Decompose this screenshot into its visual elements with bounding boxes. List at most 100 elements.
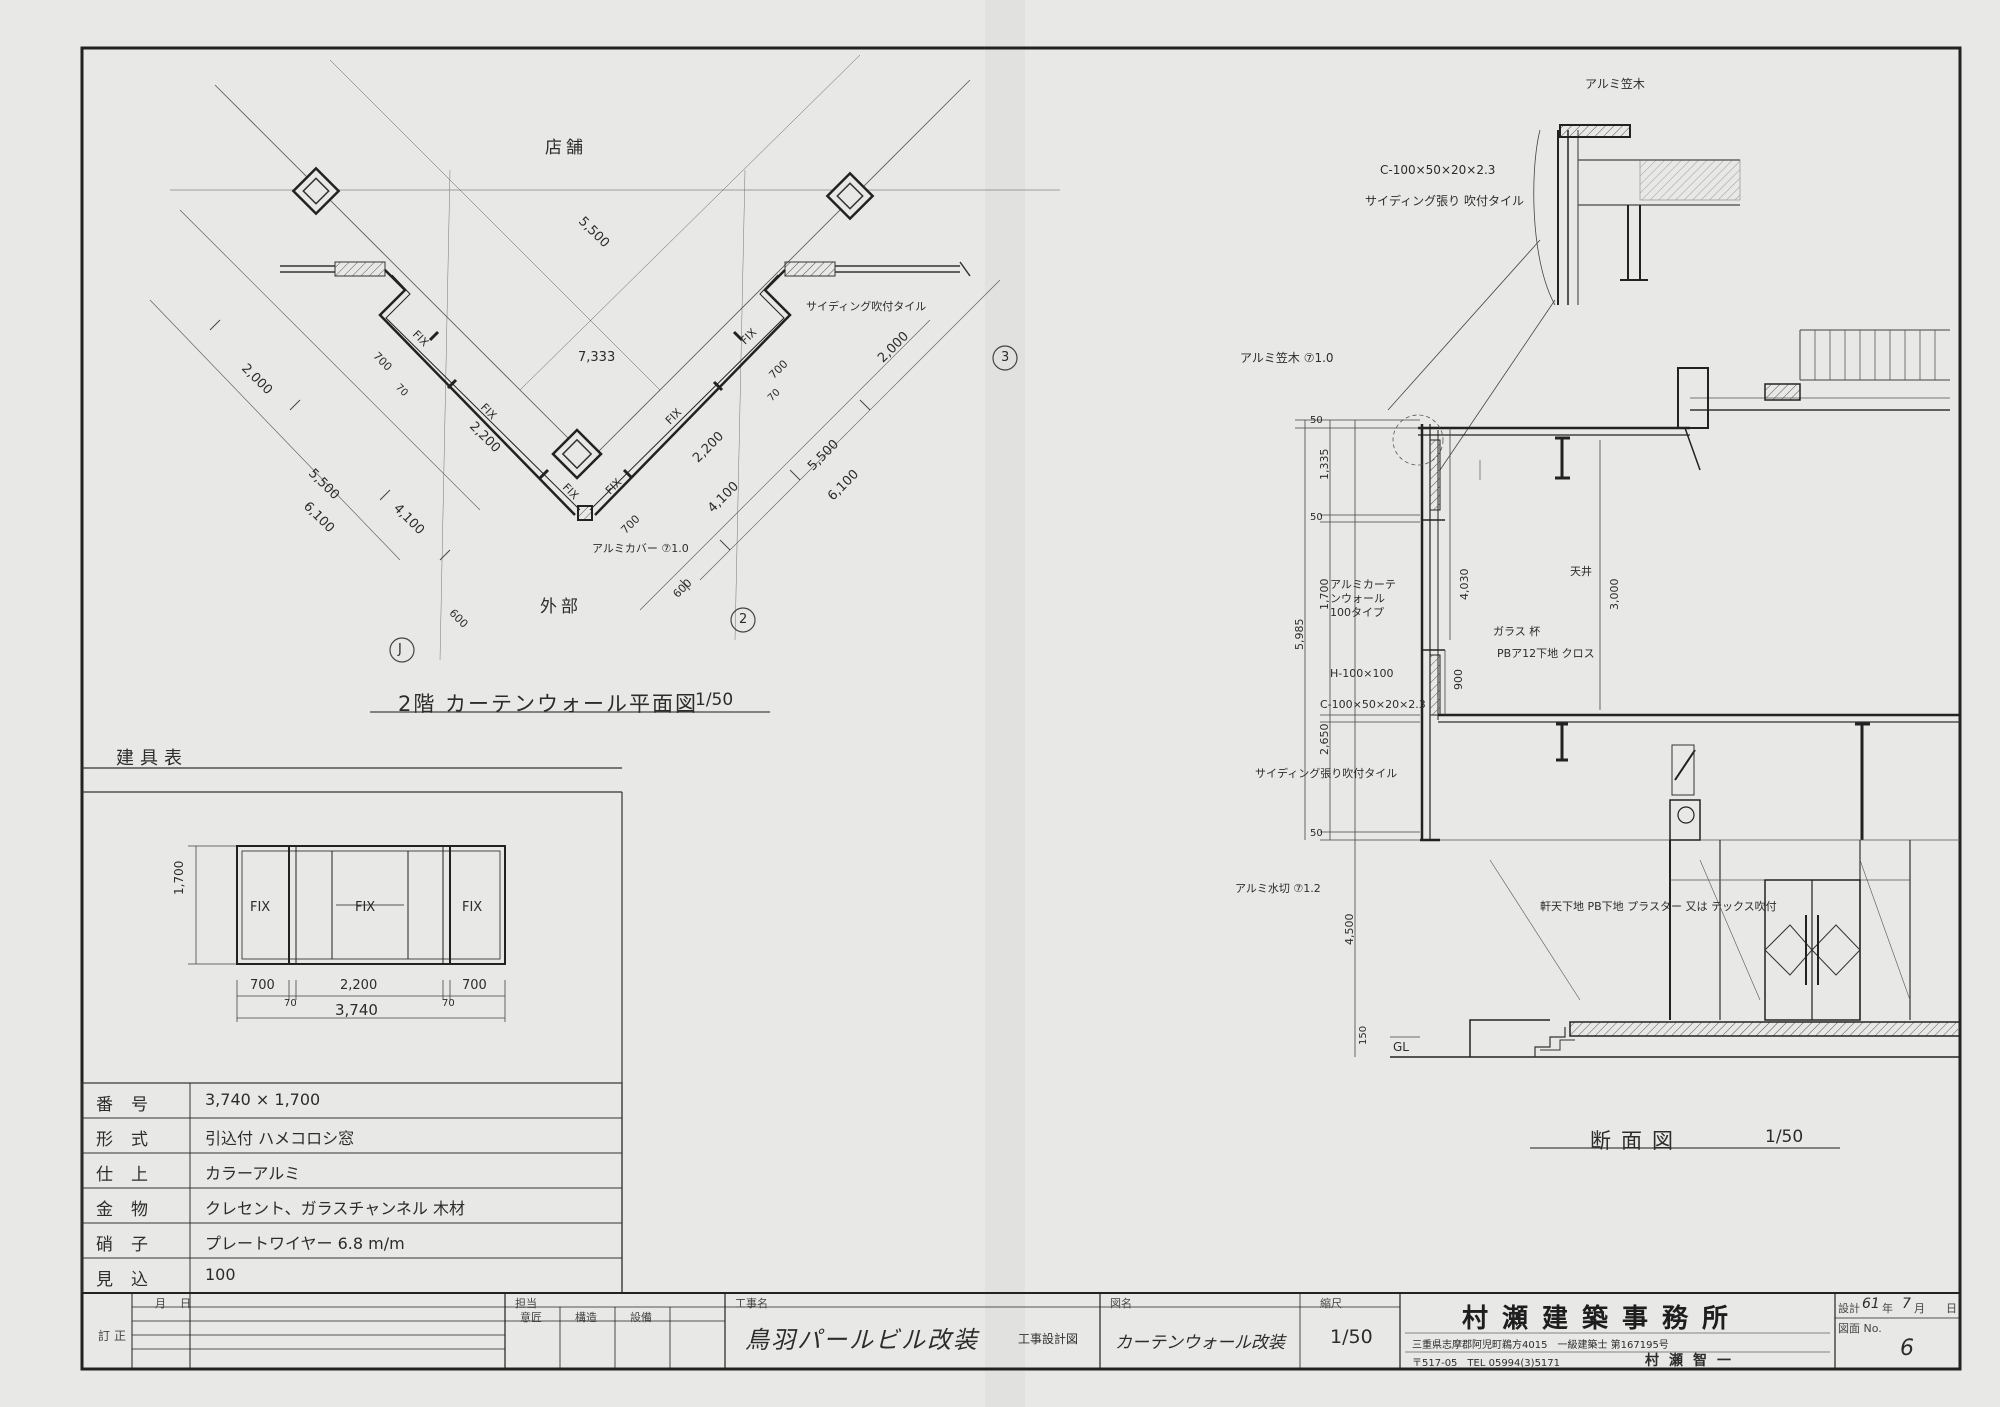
tb-drawing-type: 工事設計図 — [1018, 1332, 1079, 1346]
tb-equipment-label: 設備 — [630, 1311, 652, 1324]
grid-line — [439, 169, 451, 661]
grid-line — [149, 299, 401, 561]
tb-scale-label: 縮尺 — [1320, 1297, 1342, 1310]
ground-line — [1390, 1019, 1961, 1058]
grid-line — [639, 319, 931, 611]
tb-scale: 1/50 — [1330, 1326, 1373, 1348]
note-alum-kasagi: アルミ笠木 — [1585, 77, 1645, 91]
grid-line — [734, 169, 746, 641]
tb-design-month: 7 — [1902, 1296, 1911, 1312]
sec-dim-4030: 4,030 — [1458, 568, 1471, 601]
sec-dim-1335: 1,335 — [1318, 448, 1331, 481]
tb-design-label: 意匠 — [520, 1311, 542, 1324]
tb-drawing-name-label: 図名 — [1110, 1297, 1132, 1310]
elev-fix-left: FIX — [250, 900, 271, 915]
schedule-area — [81, 767, 623, 1294]
schedule-key-1: 形式 — [96, 1130, 166, 1150]
note-pb: PBア12下地 クロス — [1497, 647, 1595, 660]
tb-office: 村瀬建築事務所 — [1462, 1304, 1743, 1334]
elev-w70-right: 70 — [442, 998, 455, 1009]
note-kaiten: 軒天下地 PB下地 プラスター 又は テックス吹付 — [1540, 900, 1777, 913]
corner-mullion — [577, 505, 593, 521]
schedule-key-5: 見込 — [96, 1270, 166, 1290]
sec-dim-50-c: 50 — [1310, 828, 1323, 839]
schedule-val-5: 100 — [205, 1265, 236, 1284]
schedule-key-2: 仕上 — [96, 1165, 166, 1185]
elevation-dims — [188, 845, 506, 1022]
grid-line — [214, 84, 591, 461]
tb-day: 日 — [180, 1297, 191, 1310]
ground-floor-storefront — [1489, 744, 1911, 1021]
note-siding2: サイディング張り吹付タイル — [1255, 767, 1398, 780]
tb-architect: 村瀬智一 — [1645, 1353, 1741, 1369]
section-scale: 1/50 — [1765, 1127, 1804, 1147]
existing-wall-right — [784, 261, 971, 277]
center-fold — [985, 0, 1025, 1407]
schedule-key-4: 硝子 — [96, 1235, 166, 1255]
tb-project-label: 工事名 — [735, 1297, 768, 1310]
column-left — [291, 166, 341, 216]
elev-w70-left: 70 — [284, 998, 297, 1009]
note-glass: ガラス 杯 — [1493, 625, 1541, 638]
elev-height: 1,700 — [172, 860, 186, 895]
tb-month: 月 — [155, 1297, 166, 1310]
schedule-val-0: 3,740 × 1,700 — [205, 1090, 321, 1109]
schedule-title: 建具表 — [116, 748, 188, 769]
tb-design-date-label: 設計 — [1838, 1302, 1860, 1315]
schedule-val-4: プレートワイヤー 6.8 m/m — [205, 1234, 405, 1253]
existing-wall-left — [280, 261, 386, 277]
note-channel2: C-100×50×20×2.3 — [1320, 698, 1426, 711]
plan-drawing — [149, 54, 1060, 713]
window-elevation — [236, 845, 506, 965]
column-right — [825, 171, 875, 221]
grid-line — [699, 279, 1001, 581]
dimension-ticks — [209, 319, 871, 591]
schedule-table — [81, 1082, 623, 1294]
plan-label-shop: 店舗 — [545, 138, 587, 158]
curtain-wall-left — [378, 269, 581, 516]
note-alum-curtain: アルミカーテンウォール 100タイプ — [1330, 578, 1396, 619]
note-alum-mizukiri: アルミ水切 ⑦1.2 — [1235, 882, 1321, 895]
section-detail-callout — [1387, 124, 1741, 471]
tb-day-unit: 日 — [1946, 1302, 1957, 1315]
grid-label-2: 2 — [739, 612, 748, 627]
tb-charge-label: 担当 — [515, 1297, 537, 1310]
sec-dim-2650: 2,650 — [1318, 723, 1331, 756]
tb-address: 三重県志摩郡阿児町鵜方4015 一級建築士 第167195号 — [1412, 1340, 1669, 1351]
elev-fix-right: FIX — [462, 900, 483, 915]
tb-phone: 〒517-05 TEL 05994(3)5171 — [1412, 1358, 1561, 1369]
tb-drawing-name: カーテンウォール改装 — [1115, 1333, 1285, 1353]
sec-dim-5985: 5,985 — [1293, 618, 1306, 651]
schedule-key-3: 金物 — [96, 1200, 166, 1220]
grid-line — [179, 209, 481, 511]
tb-revision-label: 訂正 — [98, 1329, 131, 1343]
elev-w2200: 2,200 — [340, 978, 378, 993]
sec-dim-50-b: 50 — [1310, 512, 1323, 523]
sec-dim-50-a: 50 — [1310, 415, 1323, 426]
note-tenjo: 天井 — [1570, 565, 1592, 578]
grid-label-3: 3 — [1001, 350, 1010, 365]
section-dimension-lines — [1295, 419, 1601, 1057]
elev-fix-center: FIX — [355, 900, 376, 915]
sec-dim-900: 900 — [1452, 669, 1465, 690]
elev-w700-right: 700 — [462, 978, 487, 993]
curtain-wall-right — [589, 269, 792, 516]
grid-line — [519, 54, 861, 391]
plan-title: 2階 カーテンウォール平面図 — [398, 692, 699, 716]
sec-dim-150: 150 — [1358, 1025, 1369, 1045]
grid-label-j: J — [398, 642, 402, 657]
note-alum-kasagi2: アルミ笠木 ⑦1.0 — [1240, 351, 1334, 365]
plan-note-siding: サイディング吹付タイル — [806, 300, 927, 313]
note-channel: C-100×50×20×2.3 — [1380, 163, 1496, 177]
grid-line — [589, 79, 971, 461]
schedule-val-3: クレセント、ガラスチャンネル 木材 — [205, 1199, 465, 1218]
note-gl: GL — [1393, 1040, 1409, 1054]
sec-dim-4500: 4,500 — [1343, 913, 1356, 946]
tb-structure-label: 構造 — [575, 1311, 597, 1324]
schedule-val-1: 引込付 ハメコロシ窓 — [205, 1129, 355, 1148]
upper-roof — [1418, 329, 1950, 480]
section-title: 断面図 — [1590, 1129, 1683, 1153]
tb-design-year: 61 — [1862, 1296, 1880, 1312]
tb-sheet-no: 6 — [1900, 1336, 1914, 1361]
